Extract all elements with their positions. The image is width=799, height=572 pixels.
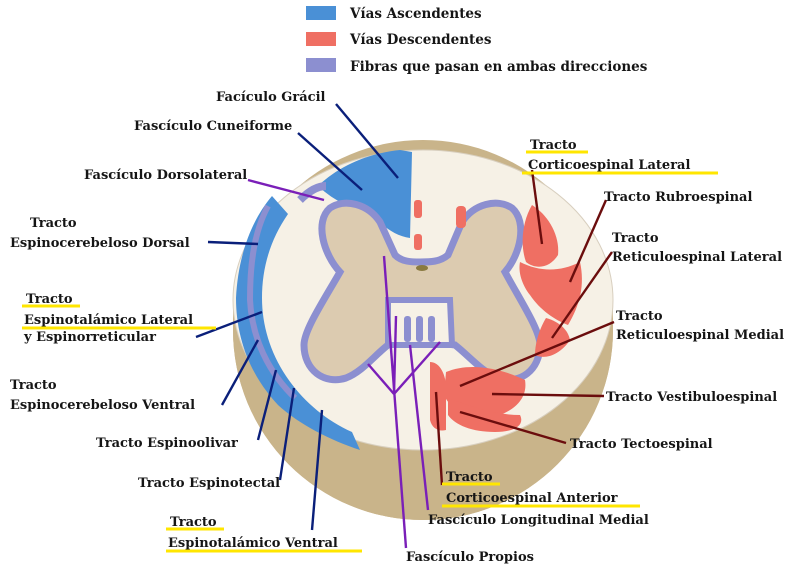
line-fasciculo-propios-d (393, 341, 441, 395)
label-faciculo-gracil: Facículo Grácil (216, 90, 326, 105)
dorsolateral-tract (297, 182, 327, 203)
line-fasciculo-dorsolateral (247, 178, 325, 202)
label-fasciculo-cuneiforme: Fascículo Cuneiforme (134, 119, 292, 134)
label-espinocerebeloso-dorsal-2: Espinocerebeloso Dorsal (10, 236, 190, 251)
anterior-column-1 (404, 316, 411, 342)
label-espinocerebeloso-ventral-2: Espinocerebeloso Ventral (10, 398, 195, 413)
label-tectoespinal: Tracto Tectoespinal (570, 437, 713, 452)
line-espinotalamico-lateral (195, 310, 263, 339)
legend-label-descending: Vías Descendentes (349, 32, 492, 48)
line-corticoespinal-anterior (434, 391, 444, 486)
line-espinotectal (278, 387, 296, 481)
line-fasciculo-longitudinal-medial (408, 344, 430, 511)
label-reticuloespinal-lateral-1: Tracto (612, 231, 659, 246)
label-corticoespinal-anterior-1: Tracto (446, 470, 493, 485)
rubrospinal-reticulospinal (519, 262, 582, 325)
line-reticuloespinal-medial (459, 320, 615, 388)
anterior-corticospinal-red (430, 362, 446, 431)
line-tectoespinal (459, 410, 567, 445)
dorsal-red-small-2 (414, 234, 422, 250)
line-fasciculo-propios-c (392, 315, 398, 395)
label-espinotectal: Tracto Espinotectal (138, 476, 280, 491)
line-espinocerebeloso-dorsal (207, 240, 259, 246)
cord-cross-section (232, 140, 614, 520)
lateral-ascending-band (236, 196, 360, 450)
line-reticuloespinal-lateral (551, 251, 613, 339)
label-espinoolivar: Tracto Espinoolivar (96, 436, 238, 451)
label-espinotalamico-ventral-2: Espinotalámico Ventral (168, 536, 338, 551)
label-rubroespinal: Tracto Rubroespinal (604, 190, 752, 205)
central-canal (416, 265, 428, 271)
anterior-column-2 (416, 316, 423, 342)
label-reticuloespinal-lateral-2: Reticuloespinal Lateral (612, 250, 782, 265)
line-corticoespinal-lateral (530, 169, 544, 245)
legend: Vías Ascendentes Vías Descendentes Fibra… (306, 6, 648, 75)
label-corticoespinal-lateral-1: Tracto (530, 138, 577, 153)
dorsal-red-small-1 (414, 200, 422, 218)
legend-swatch-ascending (306, 6, 336, 20)
label-fasciculo-propios: Fascículo Propios (406, 550, 534, 565)
dorsal-red-small-3 (456, 206, 466, 228)
line-espinotalamico-ventral (310, 409, 324, 531)
label-espinotalamico-lateral-1: Tracto (26, 292, 73, 307)
label-corticoespinal-anterior-2: Corticoespinal Anterior (446, 491, 618, 506)
label-espinotalamico-lateral-3: y Espinorreticular (23, 330, 156, 345)
label-highlights (22, 150, 718, 553)
legend-swatch-both (306, 58, 336, 72)
legend-label-ascending: Vías Ascendentes (349, 6, 482, 22)
label-espinotalamico-ventral-1: Tracto (170, 515, 217, 530)
label-corticoespinal-lateral-2: Corticoespinal Lateral (528, 158, 690, 173)
labels: Facículo Grácil Fascículo Cuneiforme Fas… (10, 90, 784, 565)
line-fasciculo-cuneiforme (297, 132, 363, 191)
line-fasciculo-propios-a (382, 255, 408, 549)
label-espinocerebeloso-ventral-1: Tracto (10, 378, 57, 393)
label-reticuloespinal-medial-1: Tracto (616, 309, 663, 324)
label-reticuloespinal-medial-2: Reticuloespinal Medial (616, 328, 784, 343)
label-espinocerebeloso-dorsal-1: Tracto (30, 216, 77, 231)
label-vestibuloespinal: Tracto Vestibuloespinal (606, 390, 777, 405)
legend-swatch-descending (306, 32, 336, 46)
line-espinoolivar (256, 369, 278, 441)
line-fasciculo-propios-b (367, 363, 395, 395)
line-espinocerebeloso-ventral (220, 339, 260, 406)
legend-label-both: Fibras que pasan en ambas direcciones (350, 59, 648, 75)
line-faciculo-gracil (335, 103, 399, 179)
label-espinotalamico-lateral-2: Espinotalámico Lateral (24, 313, 193, 328)
leader-lines (195, 103, 615, 549)
anterior-column-3 (428, 316, 435, 342)
line-vestibuloespinal (491, 392, 605, 398)
label-fasciculo-longitudinal-medial: Fascículo Longitudinal Medial (428, 513, 649, 528)
line-rubroespinal (568, 199, 608, 283)
label-fasciculo-dorsolateral: Fascículo Dorsolateral (84, 168, 247, 183)
